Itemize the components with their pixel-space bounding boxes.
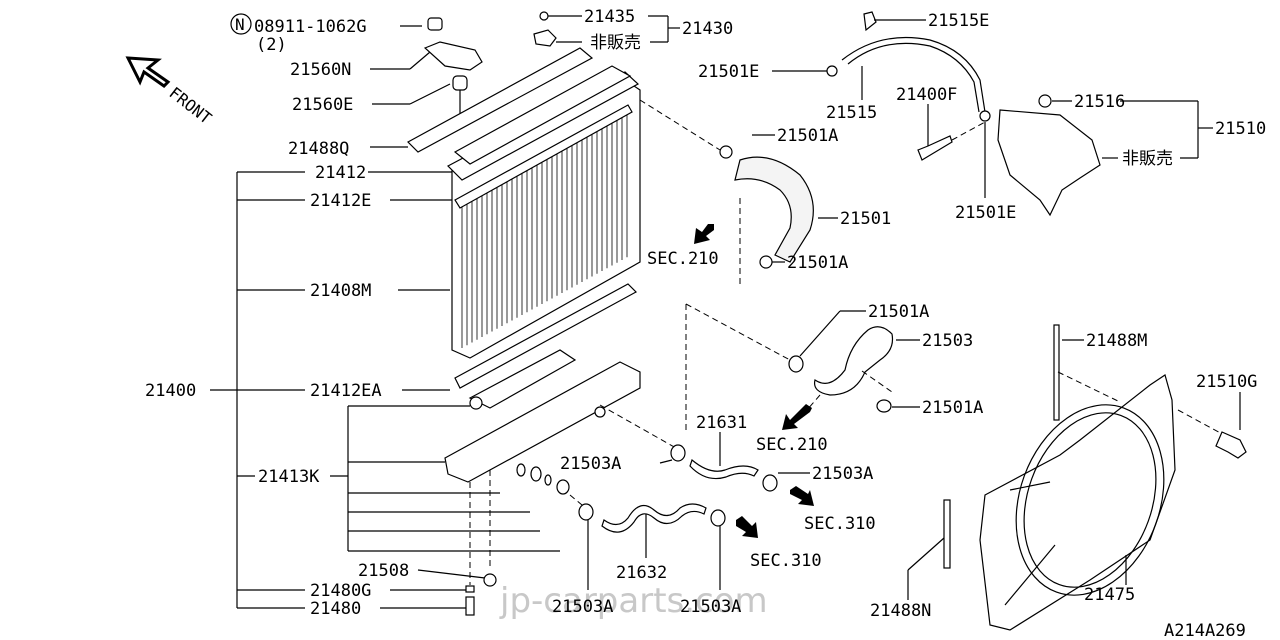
bolt-21510G — [1215, 431, 1247, 459]
label-21515E: 21515E — [928, 11, 989, 31]
label-21501A-4: 21501A — [922, 398, 983, 418]
label-21412EA: 21412EA — [310, 381, 382, 401]
grommet-21560E — [452, 75, 468, 91]
label-21408M: 21408M — [310, 281, 371, 301]
label-21413K: 21413K — [258, 467, 320, 487]
bracket-21560N — [423, 41, 483, 71]
seal-21488N — [943, 499, 951, 569]
label-21501A-3: 21501A — [868, 302, 929, 322]
label-21510G: 21510G — [1196, 372, 1257, 392]
label-21510: 21510 — [1215, 119, 1266, 139]
label-21631: 21631 — [696, 413, 747, 433]
arrow-sec310-a-icon — [790, 486, 814, 506]
label-21435: 21435 — [584, 7, 635, 27]
label-not-sold-reservoir: 非販売 — [1122, 149, 1173, 169]
label-21488Q: 21488Q — [288, 139, 349, 159]
label-21503: 21503 — [922, 331, 973, 351]
label-21501A-2: 21501A — [787, 253, 848, 273]
label-21475: 21475 — [1084, 585, 1135, 605]
lower-tank — [444, 349, 641, 483]
label-21400F: 21400F — [896, 85, 957, 105]
bolt-21480 — [465, 596, 475, 616]
drawing-code: A214A269 — [1164, 621, 1246, 640]
label-21412E: 21412E — [310, 191, 371, 211]
front-arrow-icon — [125, 56, 171, 88]
label-21508: 21508 — [358, 561, 409, 581]
label-not-sold-cap: 非販売 — [590, 33, 641, 53]
seal-21435 — [539, 11, 549, 21]
label-21560E: 21560E — [292, 95, 353, 115]
arrow-sec310-b-icon — [736, 516, 758, 538]
label-21560N: 21560N — [290, 60, 351, 80]
label-21503A-3: 21503A — [552, 597, 613, 617]
overflow-hose-21515 — [841, 37, 986, 113]
radiator-cap — [533, 29, 557, 47]
hose-21632 — [601, 503, 707, 533]
label-21516: 21516 — [1074, 92, 1125, 112]
sec210-a[interactable]: SEC.210 — [647, 249, 719, 269]
label-21400: 21400 — [145, 381, 196, 401]
label-21430: 21430 — [682, 19, 733, 39]
label-21480: 21480 — [310, 599, 361, 619]
label-21488M: 21488M — [1086, 331, 1147, 351]
assembly-bracket-21400 — [210, 171, 560, 609]
label-21501A-1: 21501A — [777, 126, 838, 146]
sec210-b[interactable]: SEC.210 — [756, 435, 828, 455]
label-21488N: 21488N — [870, 601, 931, 621]
arrow-sec210-b-icon — [782, 404, 812, 430]
label-08911-1062G: 08911-1062G — [254, 17, 367, 37]
svg-text:N: N — [235, 15, 245, 34]
label-21501E-top: 21501E — [698, 62, 759, 82]
label-21501E-bot: 21501E — [955, 203, 1016, 223]
label-21412: 21412 — [315, 163, 366, 183]
upper-hose-21501 — [734, 156, 814, 263]
sec310-b[interactable]: SEC.310 — [750, 551, 822, 571]
washer-21480G — [465, 585, 475, 593]
label-21503A-1: 21503A — [560, 454, 621, 474]
clip-21515E — [863, 11, 877, 32]
drain-plug-21508 — [483, 573, 497, 587]
fan-shroud-21475 — [979, 374, 1176, 631]
front-label: FRONT — [166, 83, 216, 128]
label-21480G: 21480G — [310, 581, 371, 601]
nut-part — [427, 17, 443, 31]
bolt-21400F — [917, 135, 953, 161]
radiator-core-21408M — [447, 65, 641, 389]
reservoir-tank — [997, 109, 1101, 217]
label-21503A-2: 21503A — [812, 464, 873, 484]
lower-hose-21503 — [813, 326, 894, 396]
label-21515: 21515 — [826, 103, 877, 123]
arrow-sec210-a-icon — [694, 224, 714, 244]
hose-21631 — [689, 458, 759, 480]
label-21503A-4: 21503A — [680, 597, 741, 617]
label-21632: 21632 — [616, 563, 667, 583]
reservoir-cap-21516 — [1038, 94, 1052, 108]
label-08911-qty: (2) — [256, 35, 287, 55]
watermark: jp-carparts.com — [499, 581, 768, 621]
seal-21488Q — [407, 47, 594, 153]
label-21501: 21501 — [840, 209, 891, 229]
sec310-a[interactable]: SEC.310 — [804, 514, 876, 534]
nut-symbol-icon: N — [230, 13, 252, 35]
